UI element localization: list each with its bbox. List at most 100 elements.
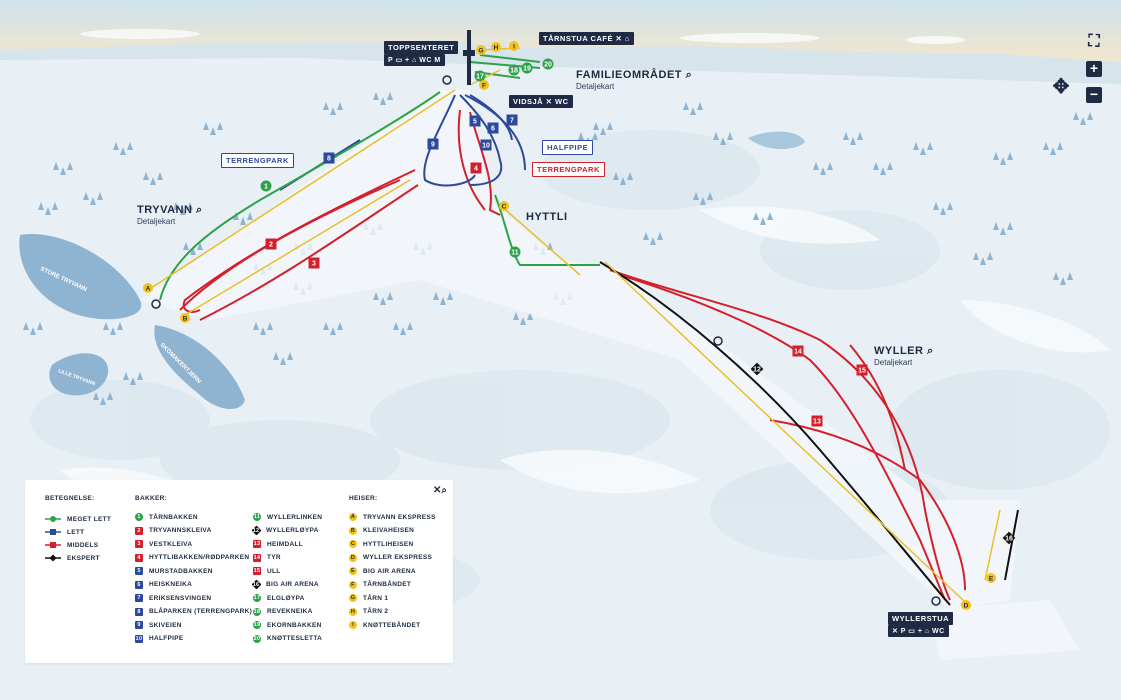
slope-marker-6[interactable]: 6 [487, 122, 499, 134]
legend-row-label: TÅRN 1 [363, 594, 389, 602]
slope-marker-7[interactable]: 7 [506, 114, 518, 126]
slope-marker-label: 4 [474, 166, 478, 173]
tree-icon [93, 392, 99, 400]
search-icon[interactable]: ⌕ [196, 204, 203, 216]
lift-marker-G[interactable]: G [476, 45, 486, 55]
zoom-out-button[interactable]: − [1086, 87, 1102, 103]
slope-marker-10[interactable]: 10 [480, 139, 492, 151]
slope-marker-label: 18 [510, 68, 518, 75]
tree-icon [993, 152, 999, 160]
slope-marker-19[interactable]: 19 [521, 62, 533, 74]
slope-marker-20[interactable]: 20 [542, 58, 554, 70]
black-slopes [599, 261, 1019, 606]
slope-badge: 4 [135, 553, 143, 562]
tree-icon [53, 162, 59, 170]
slope-marker-11[interactable]: 11 [509, 246, 521, 258]
place-wyller[interactable]: WYLLER ⌕Detaljekart [874, 345, 934, 367]
tree-icon [592, 132, 598, 140]
slope-marker-8[interactable]: 8 [323, 152, 335, 164]
lift-marker-I[interactable]: I [509, 41, 519, 51]
tree-icon [880, 167, 886, 175]
tree-icon [593, 122, 599, 130]
tree-icon [1053, 272, 1059, 280]
pan-arrows-icon[interactable]: ✥ [1052, 76, 1070, 98]
tree-icon [873, 162, 879, 170]
slope-marker-18[interactable]: 18 [508, 64, 520, 76]
tree-icon [607, 122, 613, 130]
slope-marker-16[interactable]: 16 [1002, 531, 1016, 545]
slope-badge: 19 [253, 621, 261, 629]
slope-marker-shape [480, 139, 492, 151]
slope-marker-label: 14 [794, 349, 802, 356]
slope-marker-shape [469, 115, 481, 127]
tree-icon [218, 382, 224, 390]
lift-marker-F[interactable]: F [479, 80, 489, 90]
tree-icon [1000, 157, 1006, 165]
slope-marker-2[interactable]: 2 [265, 238, 277, 250]
zoom-in-button[interactable]: + [1086, 61, 1102, 77]
lift-marker-shape [499, 201, 509, 211]
lift-marker-C[interactable]: C [499, 201, 509, 211]
tree-icon [23, 322, 29, 330]
slope-marker-3[interactable]: 3 [308, 257, 320, 269]
tree-icon [110, 327, 116, 335]
place-familieomradet[interactable]: FAMILIEOMRÅDET ⌕Detaljekart [576, 69, 693, 91]
slope-marker-1[interactable]: 1 [260, 180, 272, 192]
slope-marker-shape [260, 180, 272, 192]
slope-marker-12[interactable]: 12 [750, 362, 764, 376]
tag-wyllerstua: WYLLERSTUA [888, 612, 954, 625]
tree-icon [100, 397, 106, 405]
lift-marker-B[interactable]: B [180, 313, 190, 323]
tree-icon [1000, 227, 1006, 235]
tree-icon [337, 322, 343, 330]
search-icon[interactable]: ⌕ [685, 69, 693, 81]
slope-marker-4[interactable]: 4 [470, 162, 482, 174]
fullscreen-icon[interactable]: ⛶ [1088, 33, 1100, 50]
slope-marker-label: 5 [473, 119, 477, 126]
slope-marker-9[interactable]: 9 [427, 138, 439, 150]
tree-icon [697, 102, 703, 110]
slope-badge: 13 [253, 540, 261, 548]
lift-marker-label: C [502, 204, 507, 211]
legend-sign-row: EKSPERT [45, 553, 100, 563]
tree-icon [120, 147, 126, 155]
lift-marker-D[interactable]: D [961, 600, 971, 610]
sign-middels-icon [45, 542, 61, 548]
lift-marker-E[interactable]: E [986, 573, 996, 583]
place-tryvann[interactable]: TRYVANN ⌕Detaljekart [137, 204, 203, 226]
slope-marker-17[interactable]: 17 [474, 70, 486, 82]
tree-icon [400, 327, 406, 335]
slope-marker-label: 3 [312, 261, 316, 268]
slope-marker-13[interactable]: 13 [811, 415, 823, 427]
tree-icon [387, 292, 393, 300]
tree-icon [330, 327, 336, 335]
tree-icon [720, 137, 726, 145]
tree-icon [393, 322, 399, 330]
slope-marker-5[interactable]: 5 [469, 115, 481, 127]
slope-marker-14[interactable]: 14 [792, 345, 804, 357]
slope-badge: 2 [135, 526, 143, 535]
lift-marker-A[interactable]: A [143, 283, 153, 293]
slope-marker-15[interactable]: 15 [856, 364, 868, 376]
slope-badge: 3 [135, 540, 143, 548]
close-icon[interactable]: ✕⌕ [433, 485, 447, 496]
search-icon[interactable]: ⌕ [927, 345, 934, 357]
tree-icon [83, 192, 89, 200]
legend-row-label: WYLLER EKSPRESS [363, 554, 433, 561]
tree-icon [1080, 117, 1086, 125]
lift-marker-label: I [513, 44, 515, 51]
legend-row-label: BIG AIR ARENA [363, 567, 416, 575]
tree-icon [433, 292, 439, 300]
slope-marker-label: 17 [476, 74, 484, 81]
lift-marker-H[interactable]: H [491, 42, 501, 52]
tree-icon [440, 297, 446, 305]
legend-row-label: REVEKNEIKA [267, 608, 313, 615]
legend-row-label: TÅRN 2 [363, 608, 389, 615]
tree-icon [60, 167, 66, 175]
tag-halfpipe: HALFPIPE [542, 140, 594, 155]
tree-icon [113, 142, 119, 150]
